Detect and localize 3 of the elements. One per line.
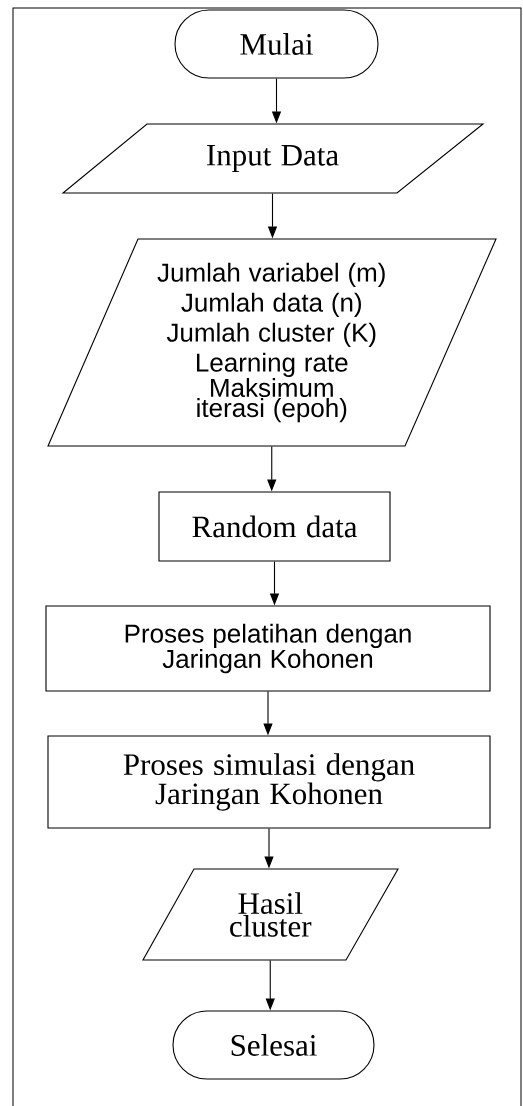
process-box: Proses simulasi dengan Jaringan Kohonen	[47, 735, 491, 829]
process-box: Random data	[158, 491, 391, 562]
process-box: Proses pelatihan dengan Jaringan Kohonen	[45, 605, 491, 692]
